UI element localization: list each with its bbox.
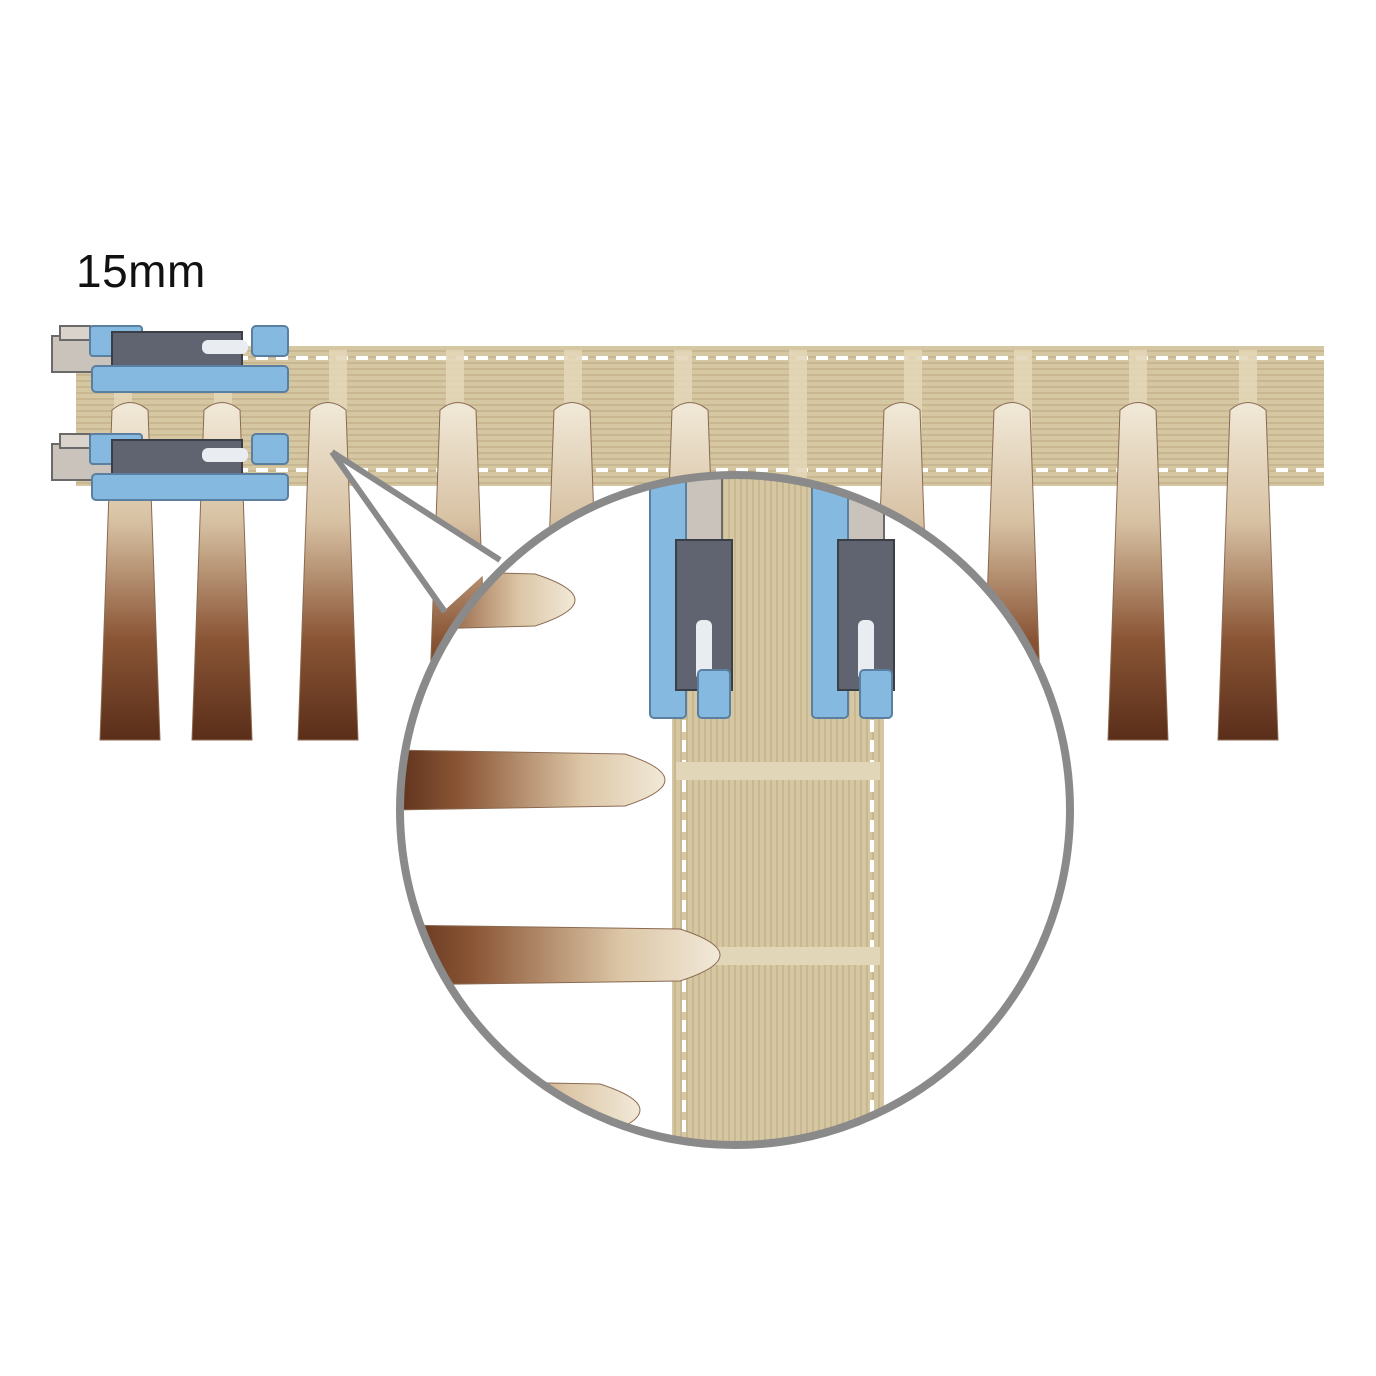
tassel bbox=[1217, 402, 1279, 741]
lens-zoomed-content bbox=[400, 475, 895, 1145]
sewing-foot-icon bbox=[649, 475, 733, 719]
lens-ring bbox=[396, 471, 1074, 1149]
pointer-edge-top bbox=[330, 449, 502, 563]
ribbon-loop bbox=[789, 350, 807, 480]
tassel bbox=[1107, 402, 1169, 741]
zoomed-ribbon-loop bbox=[676, 762, 880, 780]
sewing-foot-icon bbox=[811, 475, 895, 719]
pointer-fill bbox=[332, 452, 500, 610]
pointer-edge-bottom bbox=[329, 450, 448, 614]
zoomed-tassel bbox=[400, 924, 721, 986]
zoomed-tassel bbox=[400, 749, 666, 811]
size-label: 15mm bbox=[76, 245, 206, 297]
zoomed-ribbon-loop bbox=[676, 947, 880, 965]
tassel bbox=[297, 402, 359, 741]
magnifier-pointer bbox=[329, 449, 502, 614]
magnifier-lens bbox=[396, 471, 1074, 1149]
zoomed-tassel bbox=[400, 1079, 641, 1141]
